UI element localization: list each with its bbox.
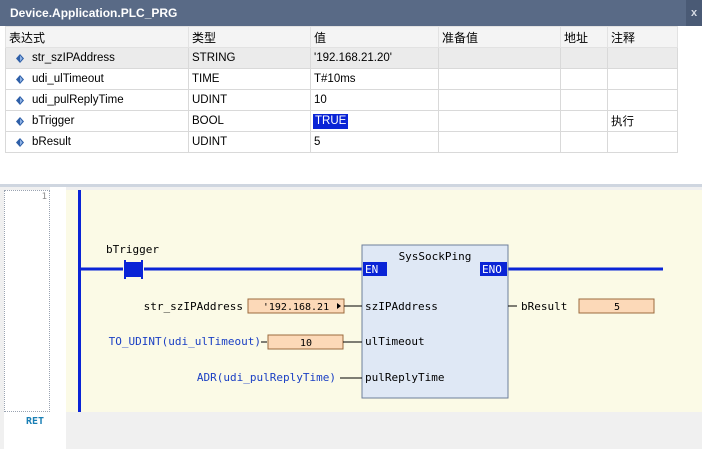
arrow-icon	[337, 303, 341, 309]
type-cell: TIME	[188, 68, 311, 90]
address-cell	[560, 89, 608, 111]
variable-icon	[16, 117, 24, 126]
input-expression-replytime[interactable]: ADR(udi_pulReplyTime)	[197, 371, 336, 384]
comment-cell: 执行	[607, 110, 678, 132]
table-row[interactable]: udi_pulReplyTime UDINT 10	[5, 89, 678, 111]
column-header-value[interactable]: 值	[310, 26, 439, 48]
contact-btrigger[interactable]	[124, 260, 143, 279]
line-number-gutter: 1	[4, 190, 50, 412]
monitor-value-timeout: 10	[300, 338, 312, 349]
value-cell: 10	[310, 89, 439, 111]
eno-pin-highlight	[480, 262, 507, 276]
prepared-value-cell[interactable]	[438, 47, 561, 69]
value-cell: TRUE	[310, 110, 439, 132]
prepared-value-cell[interactable]	[438, 68, 561, 90]
column-header-type[interactable]: 类型	[188, 26, 311, 48]
expression-cell[interactable]: bTrigger	[5, 110, 189, 132]
eno-pin-label: ENO	[482, 263, 502, 276]
panel-splitter[interactable]	[0, 184, 702, 187]
watch-table-header: 表达式 类型 值 准备值 地址 注释	[5, 26, 678, 48]
column-header-expression[interactable]: 表达式	[5, 26, 189, 48]
contact-energized-fill	[126, 262, 141, 277]
address-cell	[560, 68, 608, 90]
en-pin-highlight	[363, 262, 387, 276]
type-cell: STRING	[188, 47, 311, 69]
address-cell	[560, 47, 608, 69]
expression-cell[interactable]: udi_pulReplyTime	[5, 89, 189, 111]
watch-table: 表达式 类型 值 准备值 地址 注释 str_szIPAddress STRIN…	[5, 26, 678, 153]
expression-cell[interactable]: str_szIPAddress	[5, 47, 189, 69]
variable-icon	[16, 75, 24, 84]
type-cell: UDINT	[188, 131, 311, 153]
editor-margin	[50, 187, 66, 449]
expression-text: udi_ulTimeout	[32, 73, 104, 85]
editor-title: Device.Application.PLC_PRG	[10, 6, 178, 20]
left-power-rail	[78, 190, 81, 412]
comment-cell	[607, 89, 678, 111]
expression-text: bTrigger	[32, 115, 75, 127]
monitor-value-result: 5	[614, 302, 620, 313]
expression-text: udi_pulReplyTime	[32, 94, 124, 106]
prepared-value-cell[interactable]	[438, 89, 561, 111]
ladder-network: bTrigger SysSockPing EN ENO szIPAddress …	[78, 190, 663, 412]
column-header-address[interactable]: 地址	[560, 26, 608, 48]
table-row[interactable]: udi_ulTimeout TIME T#10ms	[5, 68, 678, 90]
input-expression-timeout[interactable]: TO_UDINT(udi_ulTimeout)	[109, 335, 261, 348]
address-cell	[560, 110, 608, 132]
return-label: RET	[26, 416, 45, 427]
column-header-comment[interactable]: 注释	[607, 26, 678, 48]
comment-cell	[607, 131, 678, 153]
input-pin-ultimeout: ulTimeout	[365, 335, 425, 348]
address-cell	[560, 131, 608, 153]
expression-cell[interactable]: bResult	[5, 131, 189, 153]
editor-title-bar: Device.Application.PLC_PRG x	[0, 0, 702, 26]
column-header-prepared-value[interactable]: 准备值	[438, 26, 561, 48]
type-cell: BOOL	[188, 110, 311, 132]
function-block-name: SysSockPing	[399, 250, 472, 263]
prepared-value-cell[interactable]	[438, 131, 561, 153]
comment-cell	[607, 68, 678, 90]
ladder-editor: 1 RET bTrigger SysSockPing EN EN	[0, 187, 702, 449]
en-pin-label: EN	[365, 263, 378, 276]
input-pin-szipaddress: szIPAddress	[365, 300, 438, 313]
close-icon[interactable]: x	[686, 0, 702, 26]
expression-text: bResult	[32, 136, 71, 148]
input-pin-pulreplytime: pulReplyTime	[365, 371, 444, 384]
table-row[interactable]: bTrigger BOOL TRUE 执行	[5, 110, 678, 132]
contact-label[interactable]: bTrigger	[106, 243, 159, 256]
monitor-box-result	[578, 298, 655, 314]
expression-text: str_szIPAddress	[32, 52, 115, 64]
type-cell: UDINT	[188, 89, 311, 111]
comment-cell	[607, 47, 678, 69]
variable-icon	[16, 54, 24, 63]
value-cell: T#10ms	[310, 68, 439, 90]
watch-panel: 表达式 类型 值 准备值 地址 注释 str_szIPAddress STRIN…	[0, 26, 702, 184]
value-cell: 5	[310, 131, 439, 153]
monitor-value-ip: '192.168.21	[263, 302, 329, 313]
table-row[interactable]: bResult UDINT 5	[5, 131, 678, 153]
variable-icon	[16, 138, 24, 147]
editor-empty-area	[66, 412, 702, 449]
expression-cell[interactable]: udi_ulTimeout	[5, 68, 189, 90]
variable-icon	[16, 96, 24, 105]
output-variable[interactable]: bResult	[521, 300, 567, 313]
line-number: 1	[41, 192, 47, 202]
gutter-return-area	[4, 412, 50, 449]
value-true-badge: TRUE	[313, 113, 349, 129]
table-row[interactable]: str_szIPAddress STRING '192.168.21.20'	[5, 47, 678, 69]
prepared-value-cell[interactable]	[438, 110, 561, 132]
network-canvas[interactable]: bTrigger SysSockPing EN ENO szIPAddress …	[66, 190, 702, 412]
input-expression-ip[interactable]: str_szIPAddress	[144, 300, 243, 313]
value-cell: '192.168.21.20'	[310, 47, 439, 69]
